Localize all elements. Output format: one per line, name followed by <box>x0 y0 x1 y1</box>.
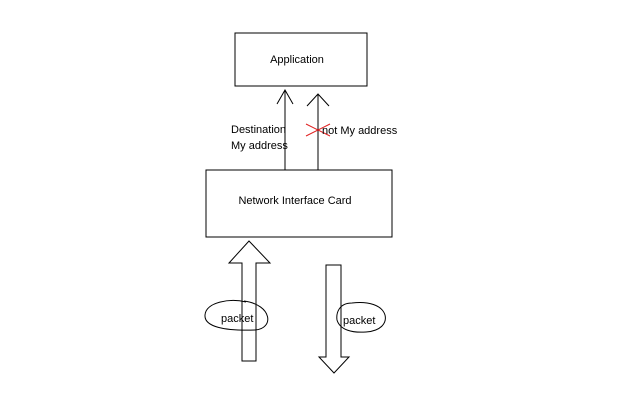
incoming-packet: packet <box>204 300 269 331</box>
outgoing-packet: packet <box>336 302 386 333</box>
destination-label-line1: Destination <box>231 124 286 136</box>
nic-label: Network Interface Card <box>238 195 351 207</box>
arrow-up-not-my-address <box>306 93 330 170</box>
nic-box-frame <box>205 169 393 238</box>
application-box: Application <box>234 32 368 87</box>
incoming-packet-ellipse <box>204 300 269 331</box>
destination-label-line2: My address <box>231 140 288 152</box>
arrow-up-my-address <box>276 88 294 170</box>
outgoing-packet-ellipse <box>336 302 386 333</box>
red-cross-mark-icon <box>305 123 331 137</box>
incoming-packet-arrow <box>227 240 272 362</box>
application-label: Application <box>270 54 324 66</box>
outgoing-packet-arrow <box>317 264 351 374</box>
outgoing-packet-label: packet <box>343 315 375 327</box>
application-box-frame <box>234 32 368 87</box>
nic-box: Network Interface Card <box>205 169 393 238</box>
incoming-packet-label: packet <box>221 313 253 325</box>
not-my-address-label: not My address <box>322 125 398 137</box>
